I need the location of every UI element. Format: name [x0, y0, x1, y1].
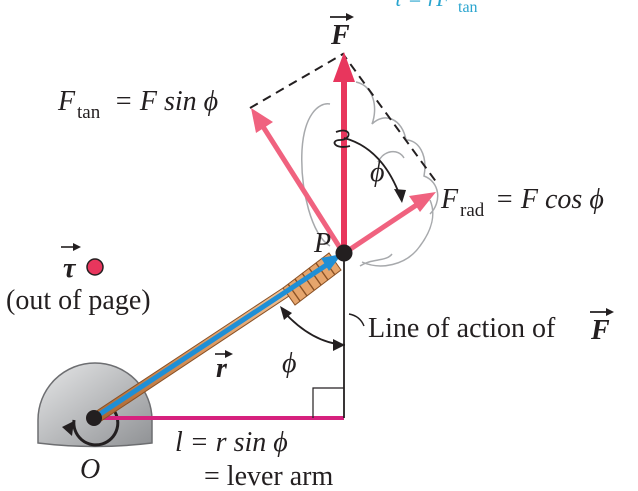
label-origin: O — [80, 454, 100, 485]
label-torque-symbol: τ — [63, 253, 77, 284]
label-f: F — [330, 13, 354, 51]
label-point-p: P — [313, 228, 331, 259]
label-lever-line2: = lever arm — [204, 461, 334, 491]
component-parallelogram — [249, 52, 438, 184]
label-phi-bottom: ϕ — [282, 348, 297, 379]
label-line-of-action-symbol: F — [590, 315, 610, 346]
label-line-of-action: Line of action of F — [368, 308, 614, 346]
label-lever-line1: l = r sin ϕ — [175, 427, 288, 458]
label-line-of-action-text: Line of action of — [368, 313, 556, 344]
twist-icon — [333, 129, 351, 148]
torque-out-of-page-icon — [86, 258, 104, 276]
label-ftan: F tan = F sin ϕ — [57, 86, 218, 123]
label-torque-note: (out of page) — [6, 285, 151, 316]
r-vector — [92, 254, 342, 421]
top-caption-sub: tan — [458, 0, 478, 16]
force-vector-f — [333, 52, 355, 253]
label-ftan-rhs: = F sin ϕ — [114, 86, 218, 117]
phi-arc-bottom — [282, 310, 346, 346]
point-p-dot — [335, 244, 353, 262]
line-of-action-leader — [348, 313, 365, 327]
label-ftan-sub: tan — [77, 102, 101, 123]
label-phi-top: ϕ — [370, 157, 385, 188]
right-angle-marker — [312, 387, 344, 418]
label-frad-rhs: = F cos ϕ — [495, 184, 604, 215]
label-r: r — [215, 350, 233, 384]
label-torque: τ (out of page) — [6, 243, 151, 316]
force-vector-frad — [344, 192, 436, 255]
label-f-text: F — [330, 20, 350, 51]
force-vector-ftan — [251, 108, 345, 253]
label-r-text: r — [216, 353, 228, 384]
pivot-point — [86, 410, 102, 426]
label-ftan-lhs: F — [57, 86, 76, 117]
top-caption-text: τ = rF — [394, 0, 450, 11]
pivot-base — [37, 362, 153, 448]
label-frad-lhs: F — [440, 184, 459, 215]
phi-arc-top — [343, 137, 401, 197]
top-caption-fragment: τ = rF tan — [394, 0, 478, 16]
label-frad-sub: rad — [460, 200, 485, 221]
label-frad: F rad = F cos ϕ — [440, 184, 604, 221]
